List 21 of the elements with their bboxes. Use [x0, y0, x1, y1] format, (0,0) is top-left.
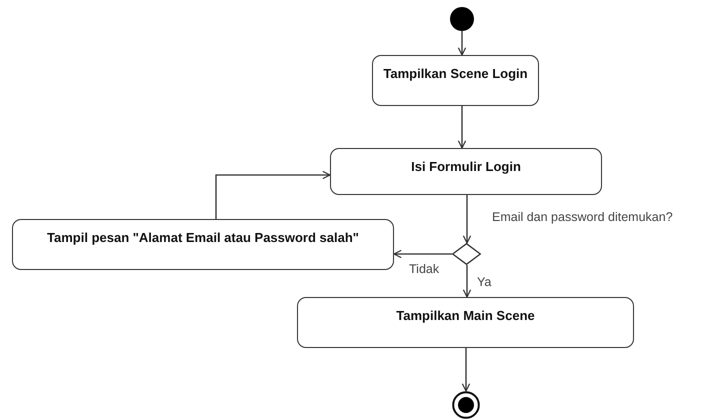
edge-label: Tidak [408, 262, 440, 276]
action-text: Tampil pesan "Alamat Email atau Password salah" [47, 230, 359, 245]
end-node [452, 391, 480, 419]
arrow [462, 195, 472, 244]
arrow [462, 348, 470, 392]
arrow [215, 170, 331, 219]
action-box [12, 219, 394, 270]
action-box [297, 297, 634, 348]
arrow [462, 265, 472, 298]
action-box [372, 55, 539, 106]
action-text: Tampilkan Scene Login [383, 66, 528, 81]
start-node [450, 7, 474, 31]
arrow [458, 31, 466, 56]
action-text: Tampilkan Main Scene [396, 308, 535, 323]
arrow [393, 250, 452, 258]
action-box [330, 148, 602, 195]
decision-label: Email dan password ditemukan? [492, 210, 673, 224]
edge-label: Ya [476, 275, 492, 289]
arrow [458, 106, 466, 149]
decision-diamond [452, 243, 481, 265]
action-text: Isi Formulir Login [411, 159, 521, 174]
